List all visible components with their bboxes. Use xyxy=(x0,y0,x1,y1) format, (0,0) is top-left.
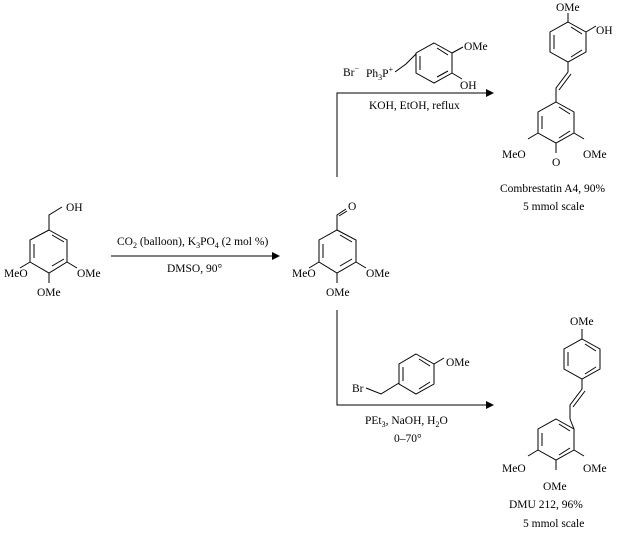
ca4-ome-right-bond xyxy=(573,132,585,140)
start-ring-double-bonds xyxy=(33,234,65,267)
aldehyde-ome-left-bond xyxy=(308,261,320,269)
dmu-ring-a-double-bonds xyxy=(541,423,571,456)
ca4-ring-b xyxy=(549,21,587,63)
ca4-meo-label: MeO xyxy=(502,149,526,161)
dmu-ome-right-label: OMe xyxy=(583,463,607,475)
upper-ylide-ch2-bond xyxy=(394,53,417,73)
lower-arrow xyxy=(336,310,486,406)
aldehyde-ome-bottom-label: OMe xyxy=(326,287,350,299)
step1-reagent: CO2 (balloon), K3PO4 (2 mol %) xyxy=(117,236,268,250)
dmu-stilbene-bond xyxy=(569,379,586,419)
upper-ylide-ome-label: OMe xyxy=(464,41,488,53)
ca4-caption: Combrestatin A4, 90% xyxy=(500,183,606,195)
lower-br-label: Br xyxy=(352,383,364,395)
start-ome-right-bond xyxy=(66,261,78,269)
start-ring xyxy=(29,229,68,274)
step1-arrow-group: CO2 (balloon), K3PO4 (2 mol %) DMSO, 90° xyxy=(111,236,280,275)
upper-product: OMe OH MeO OMe O Combrestatin A4, 90% 5 … xyxy=(500,2,613,213)
upper-br-label: Br− xyxy=(343,64,360,79)
ca4-oh-label: OH xyxy=(596,25,613,37)
ca4-ring-a xyxy=(537,101,575,144)
ca4-ome-right-label: OMe xyxy=(583,149,607,161)
ca4-oh-bond xyxy=(585,25,597,33)
dmu-ring-link xyxy=(569,418,575,430)
upper-arrow xyxy=(336,92,486,177)
ca4-meo-bond xyxy=(527,132,539,140)
upper-phosphonium-label: Ph3P+ xyxy=(366,65,394,82)
start-ome-left-bond xyxy=(19,261,31,269)
aldehyde-cho-bond xyxy=(336,208,348,230)
upper-arrow-group: Br− Ph3P+ OMe OH KOH, EtOH, reflux xyxy=(336,41,494,177)
dmu-ome-bottom-label: OMe xyxy=(543,481,567,493)
start-meo-left-label: MeO xyxy=(4,268,28,280)
upper-ylide-oh-bond xyxy=(451,72,463,80)
lower-conditions: 0–70° xyxy=(394,433,422,445)
lower-arrowhead xyxy=(486,401,494,409)
aldehyde: O MeO OMe OMe xyxy=(292,201,390,299)
dmu-ring-b xyxy=(563,338,601,380)
dmu-ome-right-bond xyxy=(573,449,585,457)
lower-benzyl-ome-label: OMe xyxy=(446,357,470,369)
ca4-ring-b-double-bonds xyxy=(553,26,583,58)
dmu-ring-a xyxy=(537,418,575,461)
dmu-ome-top-label: OMe xyxy=(570,316,594,328)
aldehyde-ring xyxy=(318,229,357,274)
start-oh-label: OH xyxy=(66,202,83,214)
lower-benzyl-ring xyxy=(398,353,435,395)
lower-arrow-group: Br OMe PEt3, NaOH, H2O 0–70° xyxy=(336,310,494,445)
lower-benzyl-ch2-bond xyxy=(365,382,400,395)
dmu-meo-label: MeO xyxy=(502,463,526,475)
aldehyde-meo-left-label: MeO xyxy=(292,268,316,280)
step1-arrowhead xyxy=(272,252,280,260)
upper-ylide-ring-double-bonds xyxy=(419,47,449,78)
upper-conditions: KOH, EtOH, reflux xyxy=(369,100,460,112)
upper-arrowhead xyxy=(486,89,494,97)
start-ch2oh-bond xyxy=(48,206,63,230)
starting-material: OH MeO OMe OMe xyxy=(4,202,101,299)
lower-product: OMe MeO OMe OMe DMU 212, 96% 5 mmol scal… xyxy=(502,316,607,530)
ca4-scale: 5 mmol scale xyxy=(523,201,584,213)
aldehyde-ome-right-bond xyxy=(355,261,367,269)
ca4-o-bottom-label: O xyxy=(552,157,560,169)
aldehyde-o-label: O xyxy=(348,201,356,213)
upper-ylide-ome-bond xyxy=(451,46,464,54)
ca4-ome-top-label: OMe xyxy=(556,2,580,14)
lower-benzyl-ring-double-bonds xyxy=(402,358,431,390)
upper-ylide-ring xyxy=(415,42,453,84)
dmu-scale: 5 mmol scale xyxy=(523,518,584,530)
aldehyde-ome-right-label: OMe xyxy=(366,268,390,280)
lower-reagents: PEt3, NaOH, H2O xyxy=(365,415,448,429)
step1-conditions: DMSO, 90° xyxy=(167,263,222,275)
ca4-ring-a-double-bonds xyxy=(541,106,571,139)
dmu-meo-bond xyxy=(527,449,539,457)
dmu-caption: DMU 212, 96% xyxy=(509,499,583,511)
upper-ylide-oh-label: OH xyxy=(460,80,477,92)
start-ome-bottom-label: OMe xyxy=(37,287,61,299)
start-ome-right-label: OMe xyxy=(77,268,101,280)
aldehyde-ring-double-bonds xyxy=(322,234,353,267)
dmu-ring-b-double-bonds xyxy=(567,343,597,375)
lower-benzyl-ome-bond xyxy=(433,357,445,365)
ca4-stilbene-bond xyxy=(555,62,572,102)
